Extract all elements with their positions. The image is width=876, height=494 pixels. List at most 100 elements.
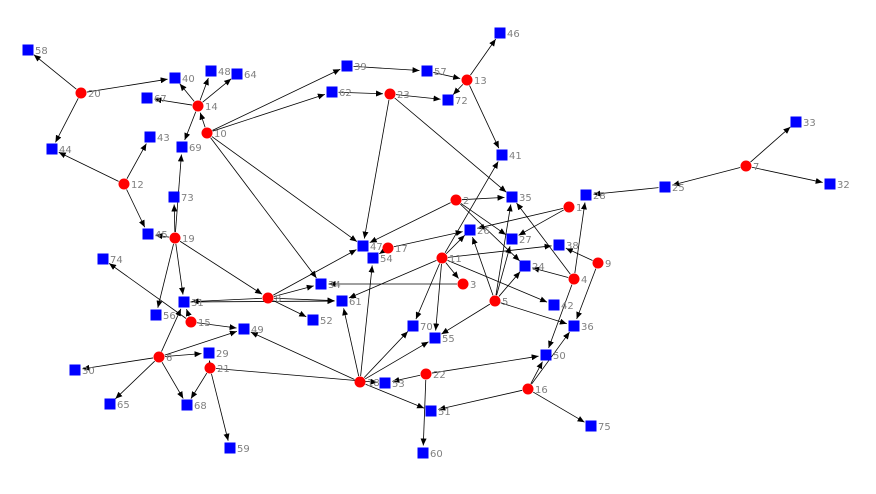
node-6[interactable]: 6 <box>153 351 173 365</box>
node-55-square[interactable] <box>429 332 441 344</box>
node-74-square[interactable] <box>97 253 109 265</box>
node-27-square[interactable] <box>506 233 518 245</box>
node-72-square[interactable] <box>442 94 454 106</box>
node-7-circle[interactable] <box>740 160 752 172</box>
node-39-square[interactable] <box>341 60 353 72</box>
node-52-square[interactable] <box>307 314 319 326</box>
node-20[interactable]: 20 <box>75 87 101 101</box>
node-60[interactable]: 60 <box>417 447 443 461</box>
node-25-square[interactable] <box>659 181 671 193</box>
node-73[interactable]: 73 <box>168 191 194 205</box>
node-38-square[interactable] <box>553 239 565 251</box>
node-70-square[interactable] <box>407 320 419 332</box>
node-54[interactable]: 54 <box>367 252 393 266</box>
node-46[interactable]: 46 <box>494 27 520 41</box>
node-69-square[interactable] <box>176 141 188 153</box>
node-50[interactable]: 50 <box>540 349 566 363</box>
node-74[interactable]: 74 <box>97 253 123 267</box>
node-58-square[interactable] <box>22 44 34 56</box>
node-36[interactable]: 36 <box>568 320 594 334</box>
node-24[interactable]: 24 <box>519 260 545 274</box>
node-51-square[interactable] <box>425 405 437 417</box>
node-67-square[interactable] <box>141 92 153 104</box>
node-49[interactable]: 49 <box>238 323 264 337</box>
node-48[interactable]: 48 <box>205 65 231 79</box>
node-61[interactable]: 61 <box>336 295 362 309</box>
node-23[interactable]: 23 <box>384 88 410 102</box>
node-28[interactable]: 28 <box>580 189 606 203</box>
node-34-square[interactable] <box>315 278 327 290</box>
node-60-square[interactable] <box>417 447 429 459</box>
node-5[interactable]: 5 <box>489 295 509 309</box>
node-18[interactable]: 18 <box>354 376 380 390</box>
node-22[interactable]: 22 <box>420 368 446 382</box>
node-59-square[interactable] <box>224 442 236 454</box>
node-13-circle[interactable] <box>461 74 473 86</box>
node-20-circle[interactable] <box>75 87 87 99</box>
node-33-square[interactable] <box>790 116 802 128</box>
node-11[interactable]: 11 <box>436 252 462 266</box>
node-34[interactable]: 34 <box>315 278 341 292</box>
node-46-square[interactable] <box>494 27 506 39</box>
node-47[interactable]: 47 <box>357 240 383 254</box>
node-23-circle[interactable] <box>384 88 396 100</box>
node-61-square[interactable] <box>336 295 348 307</box>
node-26-square[interactable] <box>464 224 476 236</box>
node-42[interactable]: 42 <box>548 299 574 313</box>
node-65[interactable]: 65 <box>104 398 130 412</box>
node-6-circle[interactable] <box>153 351 165 363</box>
node-15[interactable]: 15 <box>185 316 211 330</box>
node-40-square[interactable] <box>169 72 181 84</box>
node-29-square[interactable] <box>203 347 215 359</box>
node-35-square[interactable] <box>506 191 518 203</box>
node-52[interactable]: 52 <box>307 314 333 328</box>
node-30[interactable]: 30 <box>69 364 95 378</box>
node-3[interactable]: 3 <box>457 278 477 292</box>
node-44[interactable]: 44 <box>46 143 72 157</box>
node-22-circle[interactable] <box>420 368 432 380</box>
node-19[interactable]: 19 <box>169 232 195 246</box>
node-14-circle[interactable] <box>192 100 204 112</box>
node-40[interactable]: 40 <box>169 72 195 86</box>
node-36-square[interactable] <box>568 320 580 332</box>
node-57-square[interactable] <box>421 65 433 77</box>
node-31-square[interactable] <box>178 296 190 308</box>
node-17[interactable]: 17 <box>382 242 408 256</box>
node-2[interactable]: 2 <box>450 194 470 208</box>
node-8[interactable]: 8 <box>262 292 282 306</box>
node-49-square[interactable] <box>238 323 250 335</box>
node-65-square[interactable] <box>104 398 116 410</box>
node-3-circle[interactable] <box>457 278 469 290</box>
node-39[interactable]: 39 <box>341 60 367 74</box>
node-73-square[interactable] <box>168 191 180 203</box>
node-67[interactable]: 67 <box>141 92 167 106</box>
node-27[interactable]: 27 <box>506 233 532 247</box>
node-70[interactable]: 70 <box>407 320 433 334</box>
node-7[interactable]: 7 <box>740 160 760 174</box>
node-11-circle[interactable] <box>436 252 448 264</box>
node-32-square[interactable] <box>824 178 836 190</box>
node-41[interactable]: 41 <box>496 149 522 163</box>
node-53-square[interactable] <box>379 377 391 389</box>
node-50-square[interactable] <box>540 349 552 361</box>
node-9-circle[interactable] <box>592 257 604 269</box>
node-32[interactable]: 32 <box>824 178 850 192</box>
node-69[interactable]: 69 <box>176 141 202 155</box>
node-41-square[interactable] <box>496 149 508 161</box>
node-45[interactable]: 45 <box>142 228 168 242</box>
node-62[interactable]: 62 <box>326 86 352 100</box>
node-56[interactable]: 56 <box>150 309 176 323</box>
node-38[interactable]: 38 <box>553 239 579 253</box>
node-17-circle[interactable] <box>382 242 394 254</box>
node-59[interactable]: 59 <box>224 442 250 456</box>
node-18-circle[interactable] <box>354 376 366 388</box>
node-33[interactable]: 33 <box>790 116 816 130</box>
node-10-circle[interactable] <box>201 127 213 139</box>
node-1-circle[interactable] <box>563 201 575 213</box>
node-62-square[interactable] <box>326 86 338 98</box>
node-21[interactable]: 21 <box>204 362 230 376</box>
node-16[interactable]: 16 <box>522 383 548 397</box>
node-56-square[interactable] <box>150 309 162 321</box>
node-43[interactable]: 43 <box>144 131 170 145</box>
node-72[interactable]: 72 <box>442 94 468 108</box>
